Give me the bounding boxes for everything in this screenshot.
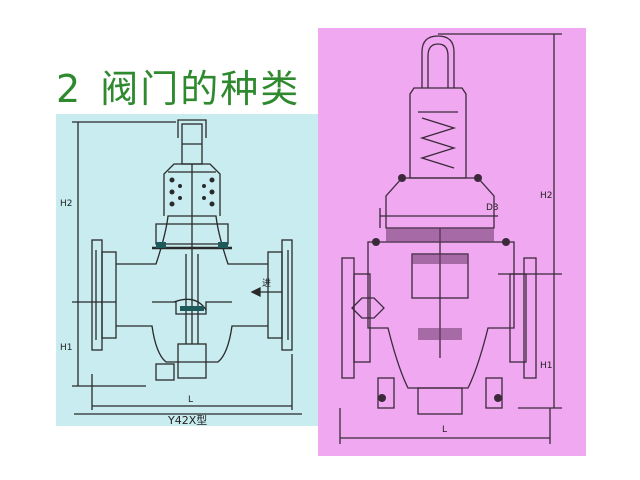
valve-model-caption: Y42X型	[167, 413, 207, 426]
title-number: 2	[56, 67, 83, 111]
right-h2-label: H2	[540, 191, 553, 201]
left-valve-drawing: H2 H1 L 进 Y42X型	[60, 119, 302, 426]
left-l-label: L	[188, 395, 193, 405]
slide-title: 2 阀门的种类	[56, 58, 300, 113]
title-text: 阀门的种类	[100, 67, 301, 111]
left-valve-drawing-panel: H2 H1 L 进 Y42X型	[56, 114, 320, 426]
right-h1-label: H1	[540, 361, 553, 371]
right-l-label: L	[442, 425, 447, 435]
flow-direction-label: 进	[262, 278, 271, 289]
left-h2-label: H2	[60, 199, 73, 209]
right-valve-drawing-panel: D3 H2 H1 L	[318, 28, 586, 456]
left-h1-label: H1	[60, 343, 73, 353]
right-d3-label: D3	[486, 203, 499, 213]
right-valve-drawing: D3 H2 H1 L	[339, 33, 562, 444]
